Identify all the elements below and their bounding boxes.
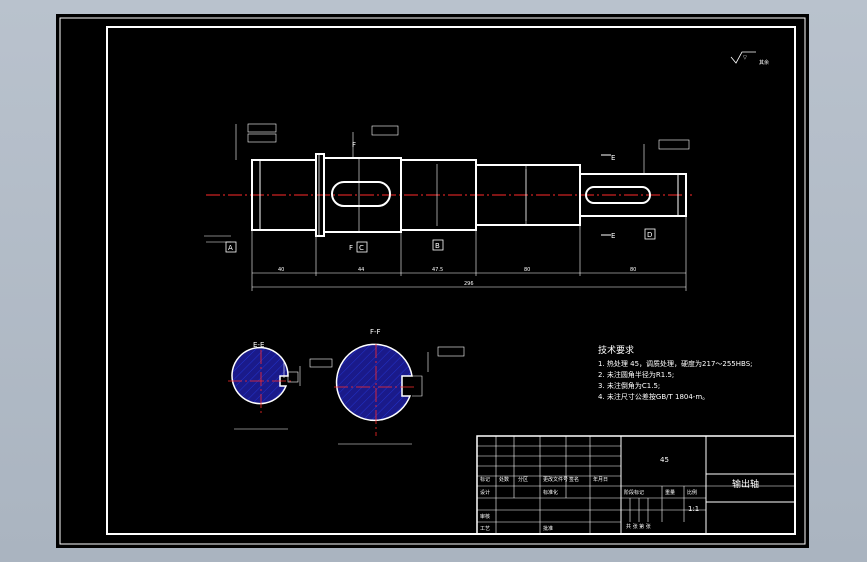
marker-f-bottom: F bbox=[349, 244, 353, 252]
tb-mark: 标记 bbox=[480, 476, 490, 483]
roughness-note: ▽ 其余 bbox=[730, 51, 769, 66]
tb-weight: 重量 bbox=[665, 489, 675, 496]
datum-b: B bbox=[435, 242, 440, 250]
tb-sign: 签名 bbox=[569, 476, 579, 483]
tb-std: 标准化 bbox=[543, 489, 558, 496]
section-e: E-E bbox=[228, 341, 333, 430]
roughness-symbol: ▽ bbox=[743, 55, 747, 61]
tb-doc: 更改文件号 bbox=[543, 476, 568, 483]
section-f: F-F bbox=[334, 328, 465, 445]
tb-scale: 1:1 bbox=[688, 505, 699, 513]
tech-requirements: 技术要求 1. 热处理 45，调质处理，硬度为217～255HBS; 2. 未注… bbox=[598, 344, 753, 401]
keyway-2 bbox=[585, 186, 651, 204]
tb-process: 工艺 bbox=[480, 526, 490, 532]
tb-material: 45 bbox=[660, 456, 669, 464]
tech-item-2: 2. 未注圆角半径为R1.5; bbox=[598, 370, 674, 379]
datum-a: A bbox=[228, 244, 233, 252]
dim-1: 40 bbox=[278, 267, 284, 273]
title-block: 标记 处数 分区 更改文件号 签名 年月日 设计 标准化 阶段标记 重量 比例 … bbox=[476, 435, 796, 535]
tb-date: 年月日 bbox=[593, 476, 608, 483]
shaft-main-view bbox=[206, 153, 692, 237]
tech-item-3: 3. 未注倒角为C1.5; bbox=[598, 381, 660, 390]
dimension-chain: 40 44 47.5 80 80 296 bbox=[251, 216, 687, 291]
tech-title: 技术要求 bbox=[598, 344, 634, 356]
annotations: A C B D F F E E bbox=[204, 123, 690, 253]
tech-item-4: 4. 未注尺寸公差按GB/T 1804-m。 bbox=[598, 392, 709, 401]
tb-design: 设计 bbox=[480, 489, 490, 496]
tech-item-1: 1. 热处理 45，调质处理，硬度为217～255HBS; bbox=[598, 359, 753, 368]
tb-ratio: 比例 bbox=[687, 489, 697, 496]
marker-e-top: E bbox=[611, 154, 615, 162]
drawing-viewport[interactable]: ▽ 其余 A C B bbox=[56, 14, 809, 548]
tb-stage: 阶段标记 bbox=[624, 489, 644, 496]
roughness-note-text: 其余 bbox=[759, 59, 769, 66]
marker-f-top: F bbox=[352, 141, 356, 149]
engineering-drawing: ▽ 其余 A C B bbox=[59, 17, 806, 545]
datum-d: D bbox=[647, 231, 652, 239]
keyway-1 bbox=[331, 181, 391, 207]
section-e-label: E-E bbox=[253, 341, 264, 349]
datum-c: C bbox=[359, 244, 364, 252]
tb-sheet: 共 张 第 张 bbox=[626, 523, 651, 530]
dim-4: 80 bbox=[524, 267, 530, 273]
inner-border bbox=[106, 26, 796, 535]
dim-5: 80 bbox=[630, 267, 636, 273]
tb-part-name: 输出轴 bbox=[732, 478, 759, 490]
tb-review: 审核 bbox=[480, 513, 490, 520]
dim-2: 44 bbox=[358, 267, 364, 273]
tb-approve: 批准 bbox=[543, 525, 553, 532]
section-f-label: F-F bbox=[370, 328, 381, 336]
dim-total: 296 bbox=[464, 281, 474, 287]
tb-zone: 分区 bbox=[518, 476, 528, 483]
tb-count: 处数 bbox=[499, 476, 509, 483]
marker-e-bottom: E bbox=[611, 232, 615, 240]
dim-3: 47.5 bbox=[432, 267, 443, 273]
shaft-segment-5 bbox=[579, 173, 687, 217]
outer-border bbox=[59, 17, 806, 545]
